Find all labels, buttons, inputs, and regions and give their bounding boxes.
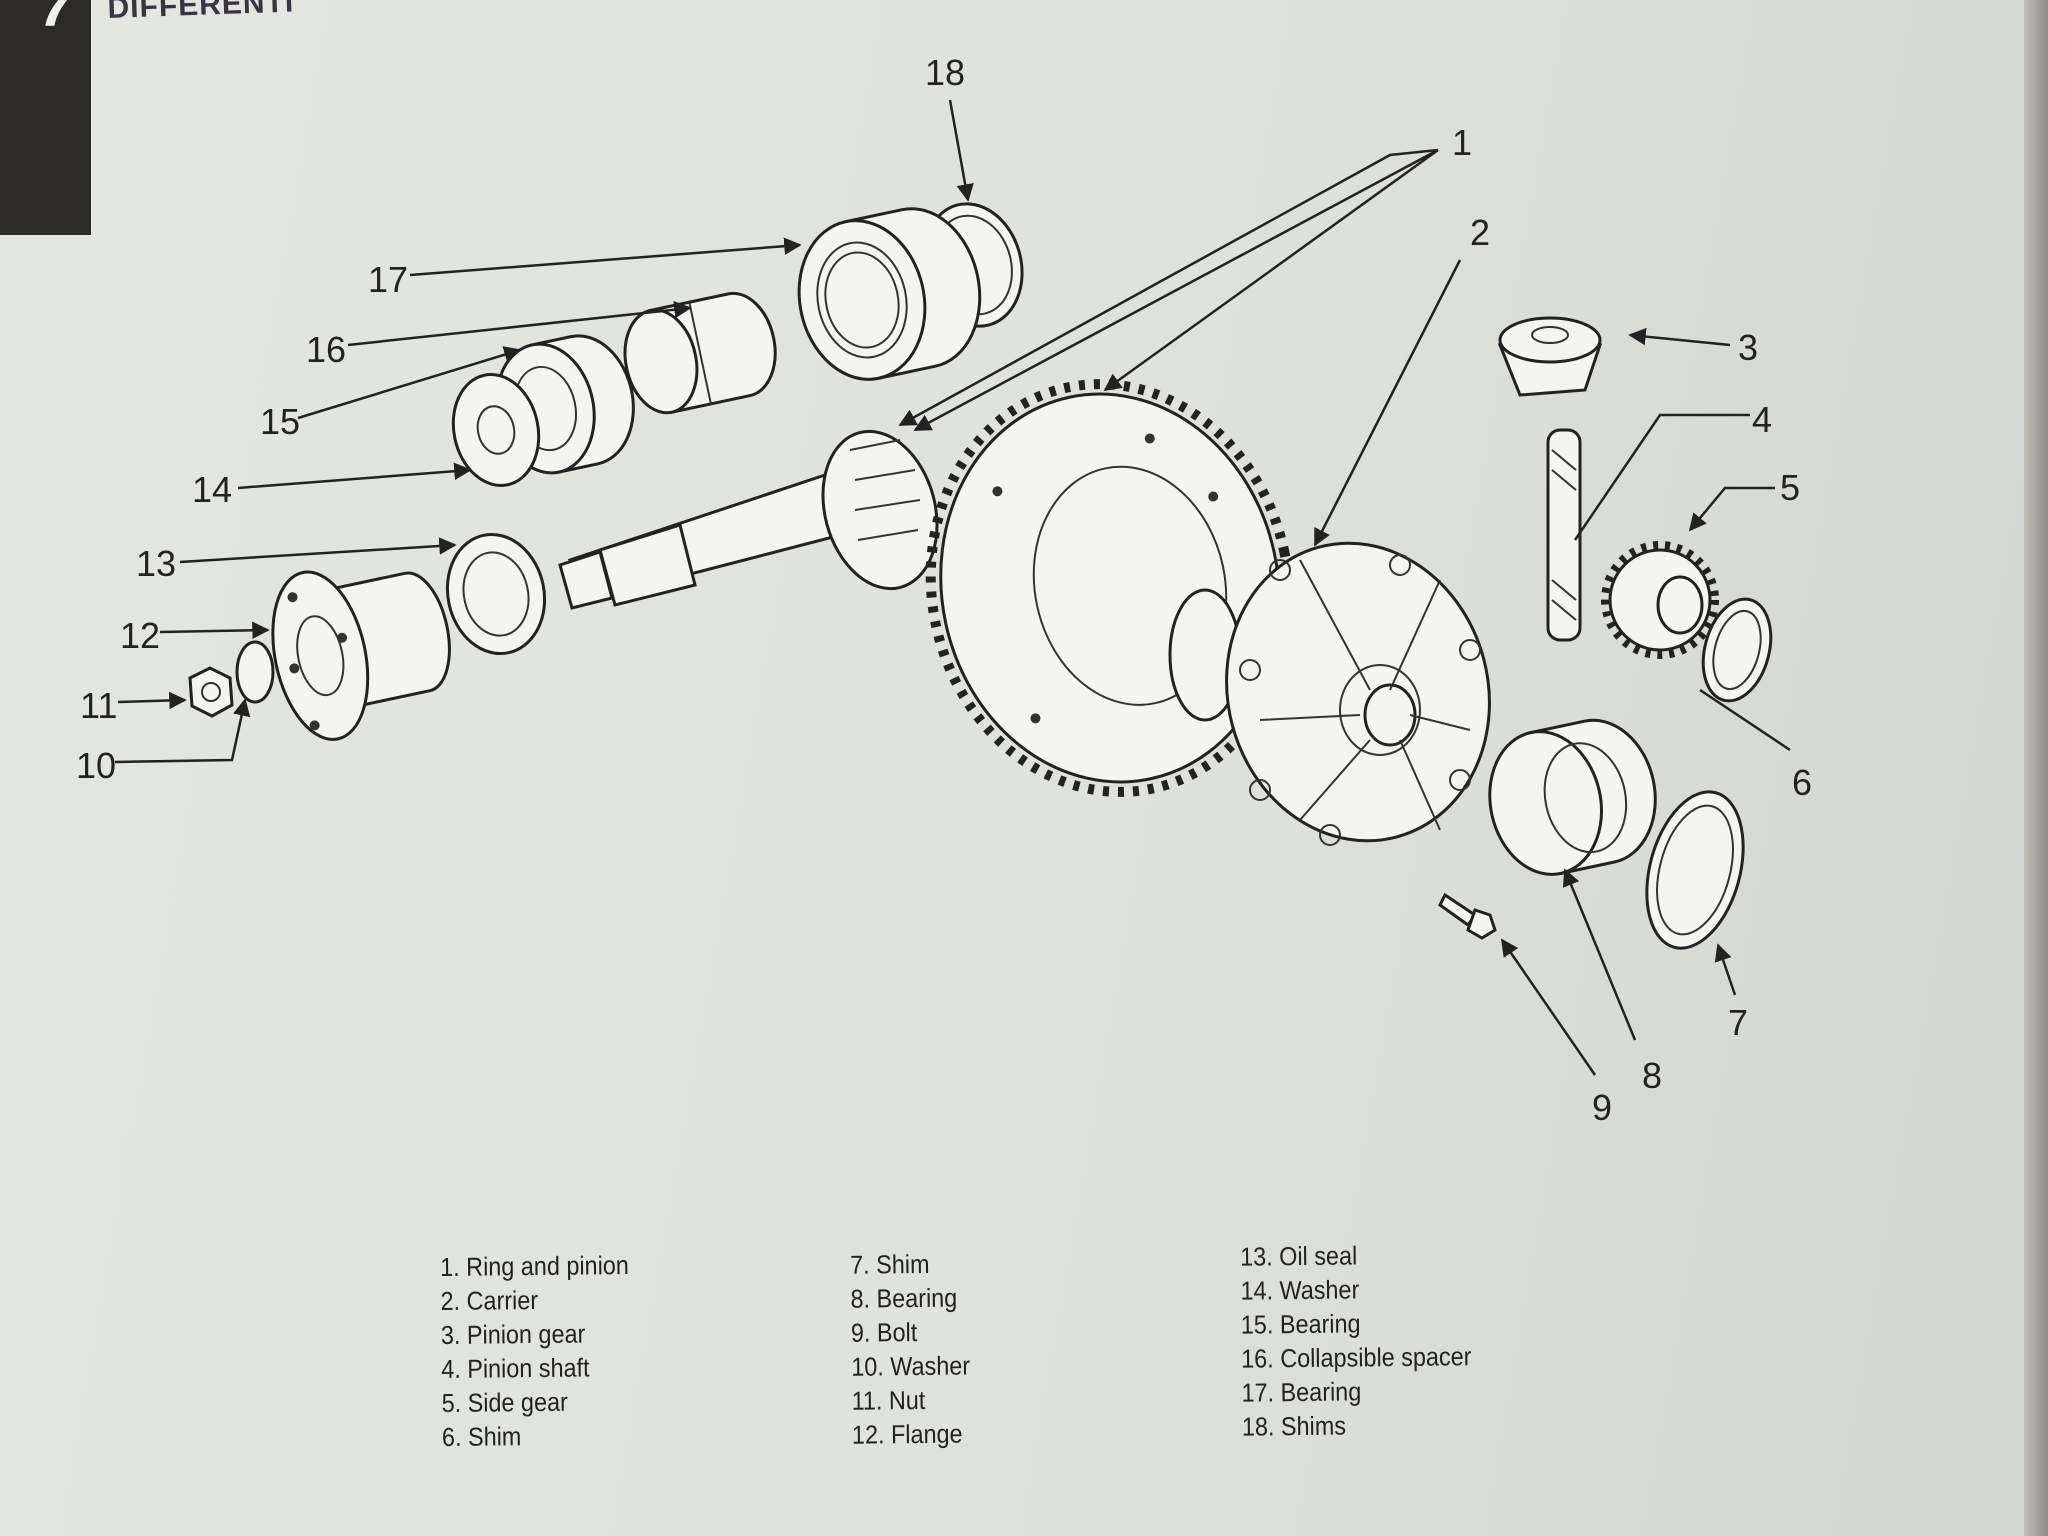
part-collapsible-spacer-16 <box>623 291 777 415</box>
item-number: 3. <box>440 1319 461 1350</box>
legend-item: 18. Shims <box>1242 1407 1473 1443</box>
callout-14: 14 <box>192 469 232 510</box>
part-pinion-gear-3 <box>1497 316 1603 397</box>
callout-2: 2 <box>1470 212 1490 253</box>
callout-7: 7 <box>1728 1002 1748 1043</box>
part-carrier <box>1168 541 1491 846</box>
legend-item: 5. Side gear <box>441 1384 630 1420</box>
part-bearing-17 <box>797 207 982 381</box>
part-bolt-9 <box>1438 892 1497 940</box>
callout-6: 6 <box>1792 762 1812 803</box>
callout-16: 16 <box>306 329 346 370</box>
item-name: Shim <box>876 1248 930 1280</box>
legend-item: 8. Bearing <box>850 1280 969 1315</box>
callout-4: 4 <box>1752 399 1772 440</box>
legend-column-3: 13. Oil seal 14. Washer 15. Bearing 16. … <box>1240 1237 1498 1444</box>
callout-17: 17 <box>368 259 408 300</box>
callout-12: 12 <box>120 615 160 656</box>
item-number: 9. <box>850 1317 871 1348</box>
part-shim-7 <box>1645 790 1745 950</box>
item-number: 8. <box>850 1283 871 1314</box>
item-name: Ring and pinion <box>466 1250 629 1282</box>
item-name: Bolt <box>876 1317 918 1348</box>
callout-3: 3 <box>1738 327 1758 368</box>
item-number: 6. <box>441 1421 462 1452</box>
legend-item: 3. Pinion gear <box>441 1316 630 1352</box>
item-name: Washer <box>890 1350 971 1382</box>
item-number: 18. <box>1241 1411 1275 1442</box>
chapter-tab: 7 <box>0 0 91 235</box>
item-number: 11. <box>851 1385 883 1416</box>
item-name: Pinion shaft <box>467 1352 590 1384</box>
callout-1: 1 <box>1452 122 1472 163</box>
callout-18: 18 <box>925 52 965 93</box>
legend-item: 6. Shim <box>442 1418 631 1454</box>
item-number: 17. <box>1241 1377 1275 1408</box>
legend-item: 9. Bolt <box>851 1314 970 1349</box>
item-name: Washer <box>1279 1274 1360 1306</box>
legend-column-2: 7. Shim 8. Bearing 9. Bolt 10. Washer 11… <box>850 1246 984 1451</box>
item-name: Side gear <box>467 1386 568 1418</box>
item-name: Bearing <box>876 1282 958 1314</box>
legend-item: 13. Oil seal <box>1240 1237 1471 1273</box>
legend-item: 16. Collapsible spacer <box>1241 1339 1472 1375</box>
item-number: 2. <box>440 1285 461 1316</box>
legend-item: 17. Bearing <box>1241 1373 1472 1409</box>
legend-item: 10. Washer <box>851 1348 970 1383</box>
parts-legend: 1. Ring and pinion 2. Carrier 3. Pinion … <box>440 1237 1542 1452</box>
item-name: Shim <box>467 1421 522 1452</box>
part-washer-10 <box>235 640 275 704</box>
leader-lines <box>114 99 1791 1076</box>
part-bearing-15 <box>495 334 635 475</box>
legend-item: 15. Bearing <box>1241 1305 1472 1341</box>
item-number: 14. <box>1240 1275 1274 1306</box>
part-bearing-8 <box>1488 718 1657 876</box>
part-oil-seal-13 <box>445 532 547 656</box>
item-number: 7. <box>850 1249 870 1280</box>
item-number: 4. <box>441 1353 461 1384</box>
item-number: 1. <box>440 1251 460 1282</box>
item-name: Nut <box>888 1384 926 1416</box>
part-shim-6 <box>1701 597 1773 703</box>
item-number: 13. <box>1239 1241 1273 1272</box>
part-pinion-shaft <box>558 429 939 610</box>
item-name: Bearing <box>1279 1308 1361 1340</box>
item-name: Shims <box>1280 1410 1347 1442</box>
part-washer-14 <box>451 373 541 487</box>
part-nut-11 <box>188 666 234 718</box>
legend-item: 12. Flange <box>852 1416 971 1451</box>
legend-column-1: 1. Ring and pinion 2. Carrier 3. Pinion … <box>440 1248 652 1454</box>
item-name: Bearing <box>1280 1376 1362 1408</box>
item-number: 12. <box>851 1419 885 1450</box>
chapter-number: 7 <box>40 0 75 40</box>
item-name: Oil seal <box>1279 1240 1358 1272</box>
legend-item: 14. Washer <box>1240 1271 1471 1307</box>
legend-item: 11. Nut <box>851 1382 970 1417</box>
legend-item: 2. Carrier <box>440 1282 629 1318</box>
legend-item: 4. Pinion shaft <box>441 1350 630 1386</box>
item-number: 15. <box>1240 1309 1274 1340</box>
item-number: 10. <box>851 1351 884 1382</box>
callout-9: 9 <box>1592 1087 1612 1128</box>
callout-15: 15 <box>260 401 300 442</box>
item-number: 5. <box>441 1387 462 1418</box>
item-name: Pinion gear <box>466 1318 586 1350</box>
legend-item: 7. Shim <box>850 1246 969 1281</box>
page-edge <box>2024 0 2048 1536</box>
item-name: Flange <box>890 1418 963 1450</box>
part-flange-12 <box>271 570 451 741</box>
callout-10: 10 <box>76 745 116 786</box>
item-name: Collapsible spacer <box>1280 1341 1472 1374</box>
callout-11: 11 <box>80 685 117 726</box>
legend-item: 1. Ring and pinion <box>440 1248 629 1284</box>
item-number: 16. <box>1241 1343 1274 1374</box>
callout-8: 8 <box>1642 1055 1662 1096</box>
part-side-gear-5 <box>1601 541 1719 659</box>
callout-13: 13 <box>136 543 176 584</box>
part-pinion-shaft-4 <box>1546 428 1582 642</box>
callout-5: 5 <box>1780 467 1800 508</box>
item-name: Carrier <box>466 1284 539 1316</box>
